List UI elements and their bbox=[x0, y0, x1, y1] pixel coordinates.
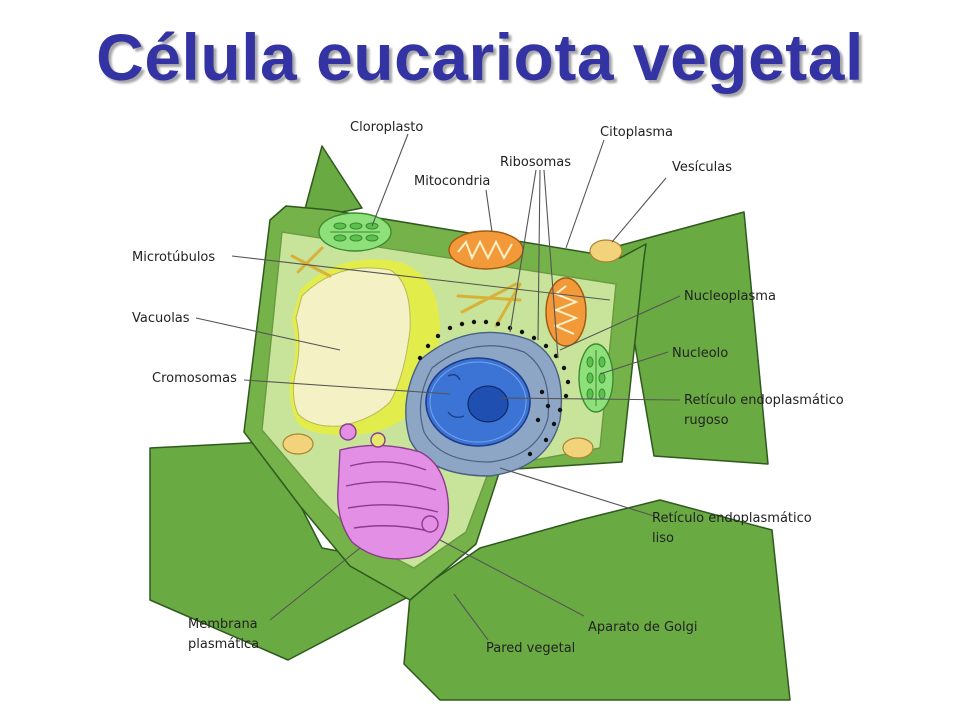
label-membrana-line1: Membrana bbox=[188, 617, 258, 632]
wall-bottom-block bbox=[403, 499, 791, 701]
chloroplast-right bbox=[578, 343, 614, 413]
wall-right-block bbox=[617, 211, 769, 465]
label-microtubulos: Microtúbulos bbox=[132, 250, 215, 265]
label-vesiculas: Vesículas bbox=[672, 160, 732, 175]
leader-lines bbox=[195, 133, 681, 641]
label-rel-line1: Retículo endoplasmático bbox=[652, 511, 812, 526]
ribosomes bbox=[417, 319, 571, 457]
label-vacuolas: Vacuolas bbox=[132, 311, 190, 326]
chloroplast-top bbox=[318, 212, 392, 252]
label-pared: Pared vegetal bbox=[486, 641, 575, 656]
golgi-apparatus bbox=[337, 423, 450, 560]
slide-title: Célula eucariota vegetal bbox=[96, 20, 864, 94]
mitochondrion-top bbox=[448, 230, 524, 270]
label-ribosomas: Ribosomas bbox=[500, 155, 571, 170]
label-nucleolo: Nucleolo bbox=[672, 346, 728, 361]
label-citoplasma: Citoplasma bbox=[600, 125, 673, 140]
vesicles bbox=[282, 239, 623, 459]
label-cloroplasto: Cloroplasto bbox=[350, 120, 423, 135]
label-cromosomas: Cromosomas bbox=[152, 371, 237, 386]
label-rer-line1: Retículo endoplasmático bbox=[684, 393, 844, 408]
label-rel-line2: liso bbox=[652, 531, 674, 546]
label-membrana-line2: plasmática bbox=[188, 637, 259, 652]
labels: Cloroplasto Citoplasma Ribosomas Mitocon… bbox=[132, 120, 844, 656]
label-rer-line2: rugoso bbox=[684, 413, 729, 428]
label-golgi: Aparato de Golgi bbox=[588, 620, 698, 635]
microtubules bbox=[290, 246, 522, 328]
nucleolus bbox=[467, 385, 509, 423]
mitochondrion-right bbox=[545, 277, 587, 347]
label-nucleoplasma: Nucleoplasma bbox=[684, 289, 776, 304]
label-mitocondria: Mitocondria bbox=[414, 174, 490, 189]
